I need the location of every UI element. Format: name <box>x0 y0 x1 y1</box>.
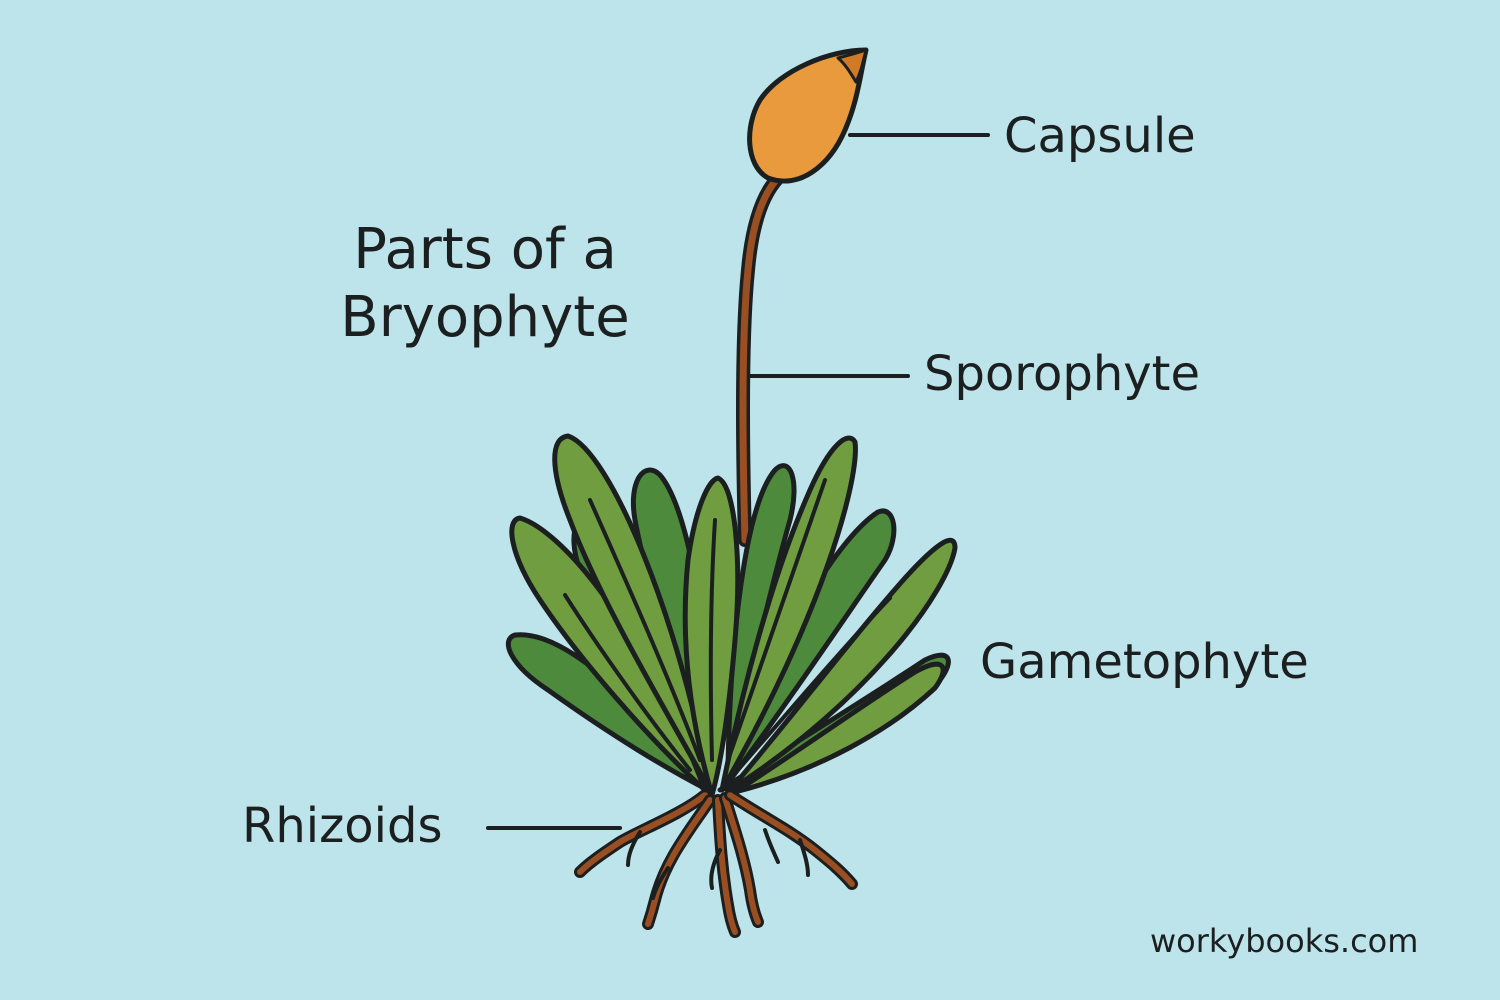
diagram-title: Parts of a Bryophyte <box>290 216 680 352</box>
rhizoids-roots <box>574 789 858 938</box>
label-capsule: Capsule <box>1004 108 1196 164</box>
title-line-1: Parts of a <box>353 217 617 282</box>
capsule-shape <box>747 47 869 184</box>
label-sporophyte: Sporophyte <box>924 346 1200 402</box>
sporophyte-stalk <box>736 171 785 547</box>
title-line-2: Bryophyte <box>340 285 630 350</box>
label-gametophyte: Gametophyte <box>980 634 1309 690</box>
site-credit: workybooks.com <box>1150 922 1419 960</box>
gametophyte-leaves-front <box>509 433 958 798</box>
label-rhizoids: Rhizoids <box>242 798 443 854</box>
